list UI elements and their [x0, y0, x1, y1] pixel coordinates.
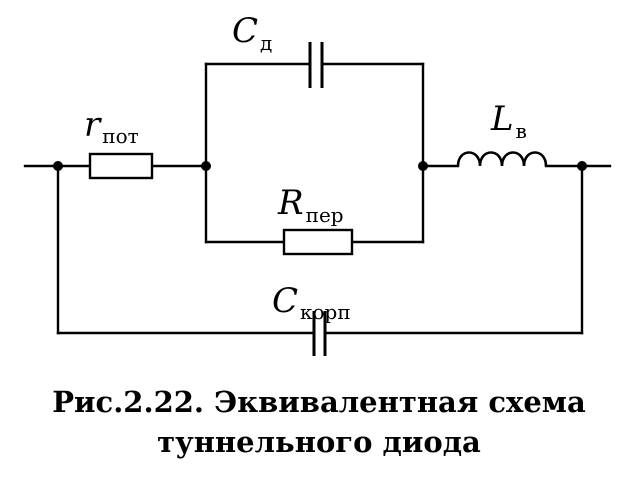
capacitor-c-d: [308, 42, 324, 88]
resistor-r-pot: [88, 152, 154, 180]
inductor-l-v: [456, 151, 548, 167]
junction-left-outer: [53, 161, 63, 171]
junction-parallel-right: [418, 161, 428, 171]
figure-caption-line-1: Рис.2.22. Эквивалентная схема: [52, 385, 586, 419]
figure-caption-line-2: туннельного диода: [157, 425, 481, 459]
capacitor-c-korp: [312, 311, 327, 356]
junction-right-outer: [577, 161, 587, 171]
junction-parallel-left: [201, 161, 211, 171]
resistor-r-per: [282, 228, 354, 256]
